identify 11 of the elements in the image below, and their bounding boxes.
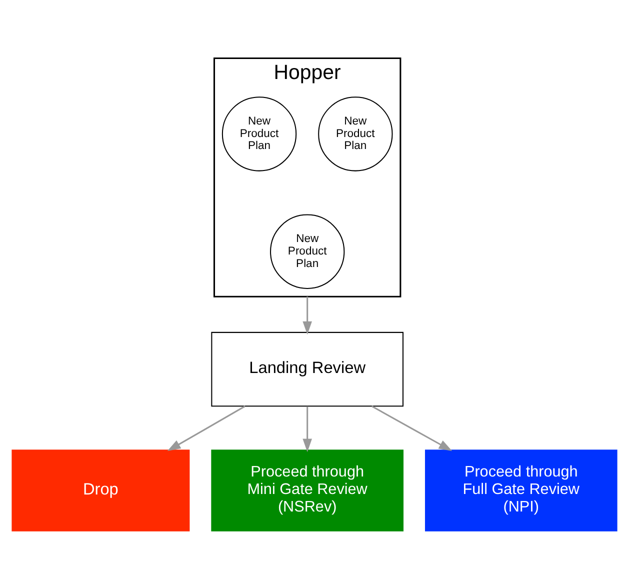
node-box: Drop: [12, 449, 190, 531]
node-circle: New Product Plan: [318, 96, 393, 171]
node-circle: New Product Plan: [222, 96, 297, 171]
arrow: [167, 405, 246, 451]
arrow: [302, 296, 312, 334]
node-box: Proceed through Full Gate Review (NPI): [424, 449, 618, 531]
arrow: [302, 406, 312, 452]
node-box: Proceed through Mini Gate Review (NSRev): [211, 449, 404, 531]
node-circle: New Product Plan: [270, 214, 345, 288]
arrow: [371, 405, 452, 451]
node-box: Landing Review: [211, 331, 404, 406]
